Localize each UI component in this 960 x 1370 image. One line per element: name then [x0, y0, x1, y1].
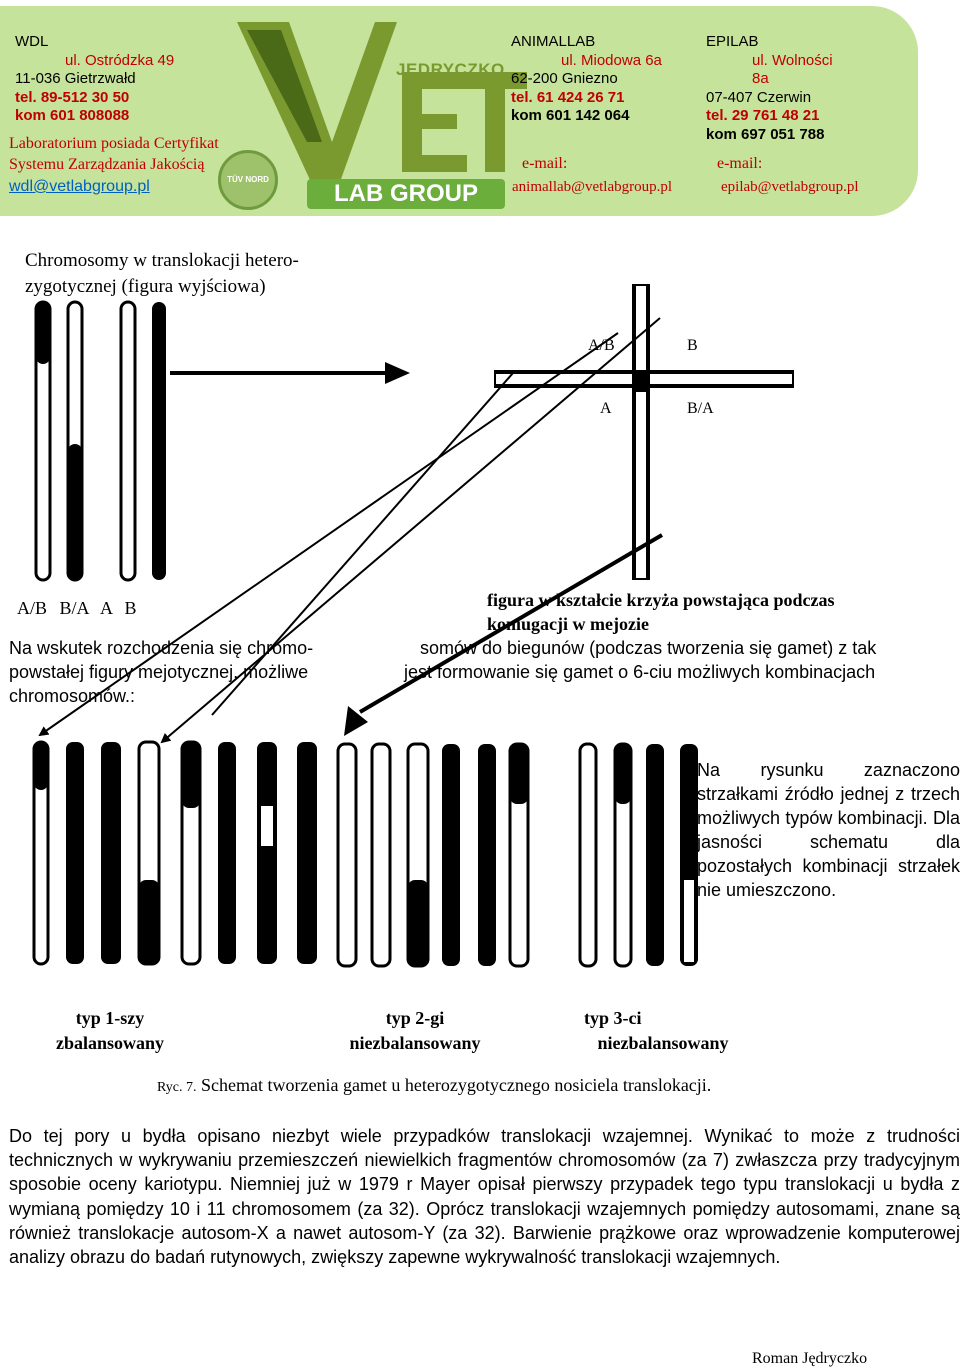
figure-caption-text: Schemat tworzenia gamet u heterozygotycz…	[201, 1075, 712, 1095]
epilab-email-label: e-mail:	[717, 155, 763, 172]
epilab-contact: EPILAB ul. Wolności 8a 07-407 Czerwin te…	[706, 33, 833, 144]
thick-arrow-head-icon	[344, 706, 368, 736]
gamete-group-2	[336, 742, 530, 968]
type-3-line-1: typ 3-ci	[584, 1008, 642, 1028]
left-description-line-1: Na wskutek rozchodzenia się chromo-	[9, 638, 314, 658]
cross-label-bottom-right: B/A	[687, 400, 714, 417]
initial-chromosome-ab	[34, 300, 52, 582]
body-paragraph: Do tej pory u bydła opisano niezbyt wiel…	[9, 1126, 960, 1268]
animallab-email-link[interactable]: animallab@vetlabgroup.pl	[512, 179, 673, 195]
wdl-contact: WDL ul. Ostródzka 49 11-036 Gietrzwałd t…	[15, 33, 174, 126]
translocation-diagram	[32, 284, 794, 968]
certificate-line-1: Laboratorium posiada Certyfikat	[9, 135, 219, 152]
type-2-line-1: typ 2-gi	[385, 1008, 445, 1028]
thick-arrow-shaft	[358, 533, 664, 714]
animallab-email-label: e-mail:	[522, 155, 568, 172]
type-1-label: typ 1-szy zbalansowany	[40, 1006, 180, 1056]
arrow-to-gamete-3	[160, 317, 661, 744]
initial-chromosome-a	[119, 300, 137, 582]
chromosome-labels: A/B B/A A B	[17, 598, 137, 618]
seal-text: TÜV NORD	[227, 175, 269, 184]
line-to-gamete-2	[211, 372, 514, 716]
type-2-line-2: niezbalansowany	[349, 1033, 481, 1053]
epilab-name: EPILAB	[706, 33, 759, 50]
type-3-line-2: niezbalansowany	[597, 1033, 729, 1053]
certificate-line-2: Systemu Zarządzania Jakością	[9, 156, 205, 173]
cross-caption-line-2: koniugacji w mejozie	[487, 614, 649, 634]
gamete-group-1	[32, 740, 317, 966]
cross-caption-line-1: figura w kształcie krzyża powstająca pod…	[487, 590, 835, 610]
animallab-contact: ANIMALLAB ul. Miodowa 6a 62-200 Gniezno …	[511, 33, 662, 126]
type-2-label: typ 2-gi niezbalansowany	[330, 1006, 500, 1056]
wdl-city: 11-036 Gietrzwałd	[15, 70, 136, 87]
wdl-kom: kom 601 808088	[15, 107, 130, 124]
initial-chromosome-ba	[66, 300, 84, 582]
arrow-to-gamete-1	[38, 332, 619, 737]
epilab-street-2: 8a	[752, 70, 769, 87]
animallab-street: ul. Miodowa 6a	[561, 51, 662, 69]
right-arrow-head-icon	[385, 362, 410, 384]
right-description-line-2: jest formowanie się gamet o 6-ciu możliw…	[404, 662, 876, 682]
cross-caption: figura w kształcie krzyża powstająca pod…	[487, 588, 834, 636]
left-description-line-3: chromosomów.:	[9, 686, 136, 706]
wdl-tel: tel. 89-512 30 50	[15, 88, 130, 106]
cross-label-bottom-left: A	[600, 400, 612, 417]
wdl-name: WDL	[15, 33, 49, 50]
vet-logo-icon	[237, 22, 527, 182]
right-description-line-1: somów do biegunów (podczas tworzenia się…	[420, 638, 877, 658]
animallab-city: 62-200 Gniezno	[511, 70, 618, 87]
figure-caption: Ryc. 7. Schemat tworzenia gamet u hetero…	[157, 1075, 711, 1096]
epilab-street-1: ul. Wolności	[752, 51, 833, 69]
type-1-line-1: typ 1-szy	[75, 1008, 145, 1028]
logo-brand-text: JĘDRYCZKO	[396, 60, 505, 79]
type-3-label: typ 3-ci niezbalansowany	[578, 1006, 748, 1056]
wdl-email-link[interactable]: wdl@vetlabgroup.pl	[9, 178, 150, 195]
epilab-email-link[interactable]: epilab@vetlabgroup.pl	[721, 179, 859, 195]
initial-chromosome-b	[152, 302, 166, 580]
epilab-city: 07-407 Czerwin	[706, 88, 812, 106]
figure-title-line-1: Chromosomy w translokacji hetero-	[25, 250, 299, 271]
author-name: Roman Jędryczko	[752, 1350, 868, 1367]
cross-label-top-left: A/B	[588, 337, 615, 354]
cross-label-top-right: B	[687, 337, 698, 354]
left-description: Na wskutek rozchodzenia się chromo- pows…	[9, 636, 313, 708]
epilab-kom: kom 697 051 788	[706, 125, 825, 143]
animallab-kom: kom 601 142 064	[511, 107, 630, 124]
gamete-group-3	[578, 742, 698, 968]
figure-caption-prefix: Ryc. 7.	[157, 1080, 197, 1095]
figure-title-line-2: zygotycznej (figura wyjściowa)	[25, 276, 266, 297]
type-1-line-2: zbalansowany	[55, 1033, 165, 1053]
meiotic-cross-figure	[494, 284, 794, 580]
right-description: somów do biegunów (podczas tworzenia się…	[404, 636, 876, 684]
certification-seal-icon: TÜV NORD	[218, 150, 278, 210]
figure-title: Chromosomy w translokacji hetero- zygoty…	[25, 248, 299, 300]
animallab-tel: tel. 61 424 26 71	[511, 88, 625, 106]
epilab-tel: tel. 29 761 48 21	[706, 107, 820, 124]
left-description-line-2: powstałej figury mejotycznej, możliwe	[9, 662, 309, 682]
logo-lab-group: LAB GROUP	[307, 179, 505, 209]
arrow-note: Na rysunku zaznaczono strzałkami źródło …	[697, 760, 960, 900]
animallab-name: ANIMALLAB	[511, 33, 596, 50]
certificate-text: Laboratorium posiada Certyfikat Systemu …	[9, 133, 219, 175]
wdl-street: ul. Ostródzka 49	[65, 51, 175, 69]
